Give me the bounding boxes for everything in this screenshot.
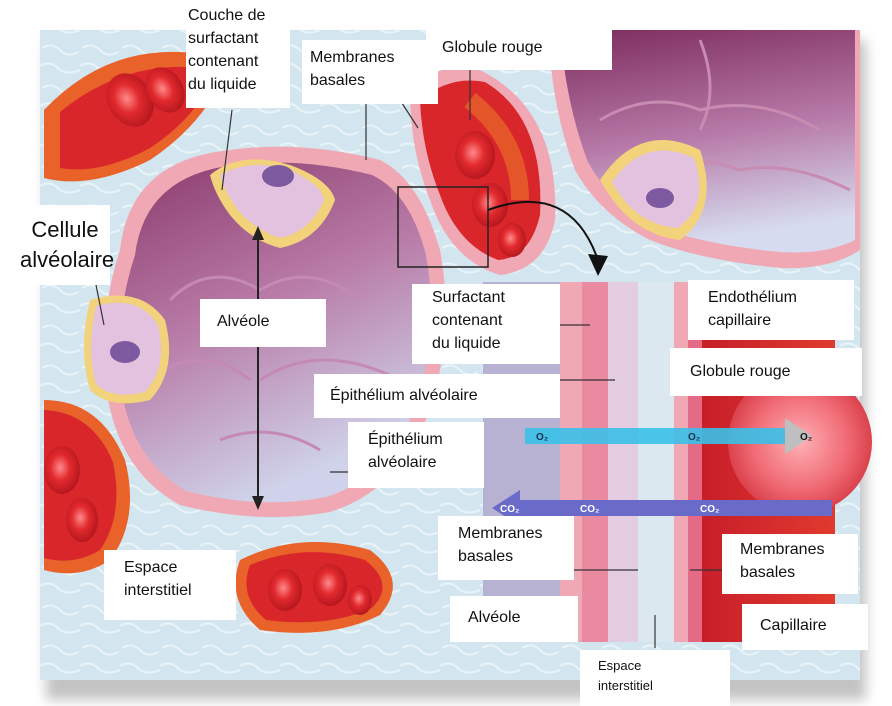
label-alveolar-cell: Cellule alvéolaire: [0, 205, 110, 285]
alveolar-cell-left: [84, 296, 169, 404]
label-alveole-left: Alvéole: [200, 299, 326, 347]
label-surfactant-layer: Couche de surfactant contenant du liquid…: [186, 4, 290, 108]
label-surfactant-inset: Surfactant contenant du liquide: [412, 284, 560, 364]
label-membranes-top: Membranes basales: [302, 40, 438, 104]
o2-label-c: O₂: [800, 432, 812, 443]
label-capillary: Capillaire: [742, 604, 868, 650]
label-epithelium-left: Épithélium alvéolaire: [348, 422, 484, 488]
o2-label-b: O₂: [688, 432, 700, 443]
label-red-cell-top: Globule rouge: [426, 27, 612, 70]
label-alveole-bottom: Alvéole: [450, 596, 578, 642]
label-membranes-mid: Membranes basales: [438, 516, 574, 580]
o2-label-a: O₂: [536, 432, 548, 443]
label-red-cell-right: Globule rouge: [670, 348, 862, 396]
co2-label-b: CO₂: [580, 504, 599, 515]
co2-label-a: CO₂: [500, 504, 519, 515]
co2-label-c: CO₂: [700, 504, 719, 515]
label-membranes-right: Membranes basales: [722, 534, 858, 594]
label-interstitial-left: Espace interstitiel: [104, 550, 236, 620]
label-epithelium-inset: Épithélium alvéolaire: [314, 374, 560, 418]
red-blood-cell: [455, 131, 495, 179]
capillary-bottom-center: [236, 542, 393, 633]
label-endothelium: Endothélium capillaire: [688, 280, 854, 340]
label-interstitial-bottom: Espace interstitiel: [580, 650, 730, 706]
